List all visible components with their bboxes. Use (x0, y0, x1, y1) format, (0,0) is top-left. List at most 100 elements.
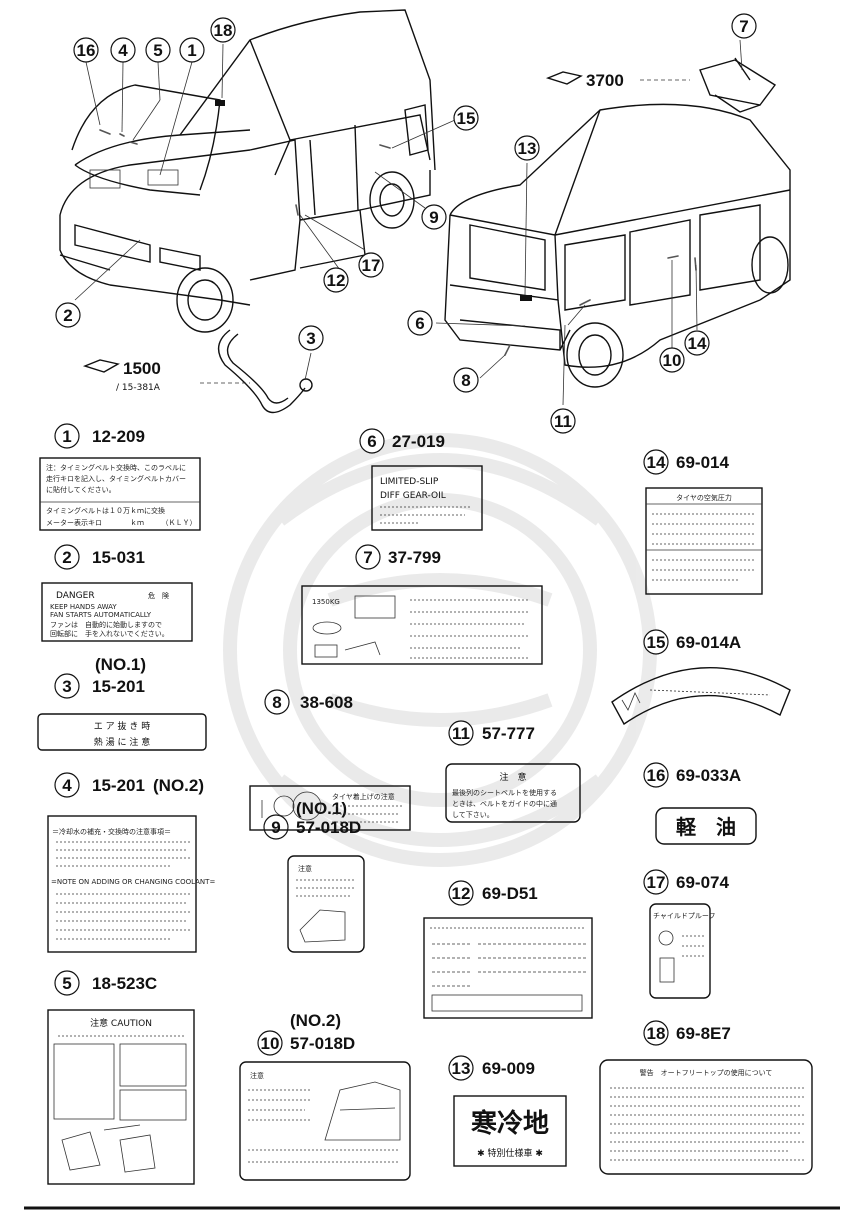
van-front-illustration (59, 9, 456, 333)
label-8-artwork: タイヤ着上げの注意 (249, 785, 411, 831)
svg-text:タイヤの空気圧力: タイヤの空気圧力 (676, 493, 732, 502)
label-18-artwork: 警告 オートフリートップの使用について (599, 1059, 813, 1175)
callout-9: 9 (429, 208, 438, 227)
reference-3700: 3700 (545, 71, 624, 90)
svg-text:寒冷地: 寒冷地 (471, 1108, 549, 1139)
part-1-code: 12-209 (92, 427, 145, 446)
svg-text:して下さい。: して下さい。 (452, 811, 494, 819)
part-1-num: 1 (62, 427, 71, 446)
part-11-num: 11 (452, 724, 470, 743)
part-5-num: 5 (62, 974, 71, 993)
svg-text:タイミングベルトは１０万ｋｍに交換: タイミングベルトは１０万ｋｍに交換 (46, 506, 165, 515)
svg-text:注意: 注意 (298, 864, 312, 873)
svg-text:注：タイミングベルト交換時、このラベルに: 注：タイミングベルト交換時、このラベルに (46, 463, 186, 472)
van-rear-illustration (435, 103, 791, 406)
callout-16: 16 (77, 41, 96, 60)
callout-3: 3 (306, 329, 315, 348)
label-16-artwork: 軽 油 (655, 807, 757, 845)
callout-10: 10 (663, 351, 682, 370)
svg-text:最後列のシートベルトを使用する: 最後列のシートベルトを使用する (452, 788, 557, 797)
part-10-code: 57-018D (290, 1034, 355, 1053)
label-10-artwork: 注意 (239, 1061, 411, 1181)
part-16-code: 69-033A (676, 766, 741, 785)
svg-text:熱 湯 に 注 意: 熱 湯 に 注 意 (94, 736, 150, 748)
callout-15: 15 (457, 109, 476, 128)
label-17-artwork: チャイルドプルーフ (649, 903, 716, 999)
part-6-code: 27-019 (392, 432, 445, 451)
label-7-artwork: 1350KG (301, 585, 543, 665)
svg-text:チャイルドプルーフ: チャイルドプルーフ (653, 912, 716, 920)
part-16-num: 16 (647, 766, 666, 785)
svg-text:ファンは 自動的に始動しますので: ファンは 自動的に始動しますので (50, 620, 162, 629)
callout-13: 13 (518, 139, 537, 158)
part-2-num: 2 (62, 548, 71, 567)
svg-text:警告 オートフリートップの使用について: 警告 オートフリートップの使用について (640, 1068, 773, 1077)
part-2-code: 15-031 (92, 548, 145, 567)
label-4-artwork: ＝冷却水の補充・交換時の注意事項＝ =NOTE ON ADDING OR CHA… (47, 815, 215, 953)
part-4-code: 15-201 (92, 776, 145, 795)
label-11-artwork: 注 意 最後列のシートベルトを使用する ときは、ベルトをガイドの中に通 して下さ… (445, 763, 581, 823)
part-12-num: 12 (452, 884, 471, 903)
callout-17: 17 (362, 256, 381, 275)
svg-text:ときは、ベルトをガイドの中に通: ときは、ベルトをガイドの中に通 (452, 799, 557, 808)
part-11-code: 57-777 (482, 724, 535, 743)
part-15-num: 15 (647, 633, 666, 652)
svg-text:✱ 特別仕様車 ✱: ✱ 特別仕様車 ✱ (477, 1147, 543, 1159)
part-10-note: (NO.2) (290, 1011, 341, 1030)
part-9-note: (NO.1) (296, 799, 347, 818)
svg-text:メーター表示キロ ｋｍ （ＫＬＹ）: メーター表示キロ ｋｍ （ＫＬＹ） (46, 518, 197, 527)
part-17-num: 17 (647, 873, 666, 892)
part-3-note: (NO.1) (95, 655, 146, 674)
part-18-num: 18 (647, 1024, 666, 1043)
part-18-code: 69-8E7 (676, 1024, 731, 1043)
reference-1500: 1500 / 15-381A (82, 359, 161, 393)
part-13-code: 69-009 (482, 1059, 535, 1078)
callout-7: 7 (739, 17, 748, 36)
svg-text:回転部に 手を入れないでください。: 回転部に 手を入れないでください。 (50, 629, 169, 638)
callout-11: 11 (554, 412, 572, 431)
svg-text:エ ア 抜 き 時: エ ア 抜 き 時 (94, 720, 150, 732)
label-5-artwork: 注意 CAUTION (47, 1009, 195, 1185)
svg-text:注意: 注意 (250, 1071, 264, 1080)
part-5-code: 18-523C (92, 974, 157, 993)
part-14-code: 69-014 (676, 453, 729, 472)
part-17-code: 69-074 (676, 873, 729, 892)
label-6-artwork: LIMITED-SLIP DIFF GEAR-OIL (371, 465, 483, 531)
part-7-code: 37-799 (388, 548, 441, 567)
part-9-num: 9 (271, 818, 280, 837)
callout-12: 12 (327, 271, 346, 290)
ref-1500-text: 1500 (123, 359, 161, 378)
label-12-artwork (423, 917, 593, 1019)
svg-text:FAN STARTS AUTOMATICALLY: FAN STARTS AUTOMATICALLY (50, 611, 152, 619)
part-14-num: 14 (647, 453, 666, 472)
part-6-num: 6 (367, 432, 376, 451)
label-13-artwork: 寒冷地 ✱ 特別仕様車 ✱ (453, 1095, 567, 1167)
part-10-num: 10 (261, 1034, 280, 1053)
jack-illustration (640, 39, 777, 113)
part-8-code: 38-608 (300, 693, 353, 712)
callout-8: 8 (461, 371, 470, 390)
label-14-artwork: タイヤの空気圧力 (645, 487, 763, 595)
callout-4: 4 (118, 41, 128, 60)
callout-1: 1 (187, 41, 196, 60)
part-8-num: 8 (272, 693, 281, 712)
svg-text:＝冷却水の補充・交換時の注意事項＝: ＝冷却水の補充・交換時の注意事項＝ (52, 827, 171, 836)
label-3-artwork: エ ア 抜 き 時 熱 湯 に 注 意 (37, 713, 207, 751)
part-3-code: 15-201 (92, 677, 145, 696)
callout-2: 2 (63, 306, 72, 325)
callout-6: 6 (415, 314, 424, 333)
svg-text:注 意: 注 意 (499, 771, 526, 783)
illustration-callouts: 16 4 5 1 18 7 15 13 9 17 12 2 3 6 8 11 1… (55, 13, 757, 434)
svg-text:DANGER: DANGER (56, 591, 95, 601)
ref-15381-text: / 15-381A (116, 383, 161, 393)
label-9-artwork: 注意 (287, 855, 365, 953)
svg-text:注意 CAUTION: 注意 CAUTION (90, 1017, 152, 1029)
svg-text:DIFF GEAR-OIL: DIFF GEAR-OIL (380, 491, 446, 501)
callout-5: 5 (153, 41, 162, 60)
svg-text:LIMITED-SLIP: LIMITED-SLIP (380, 477, 439, 487)
svg-text:=NOTE ON ADDING OR CHANGING CO: =NOTE ON ADDING OR CHANGING COOLANT= (51, 878, 215, 886)
callout-18: 18 (214, 21, 233, 40)
label-15-artwork (611, 667, 791, 726)
part-4-num: 4 (62, 776, 72, 795)
